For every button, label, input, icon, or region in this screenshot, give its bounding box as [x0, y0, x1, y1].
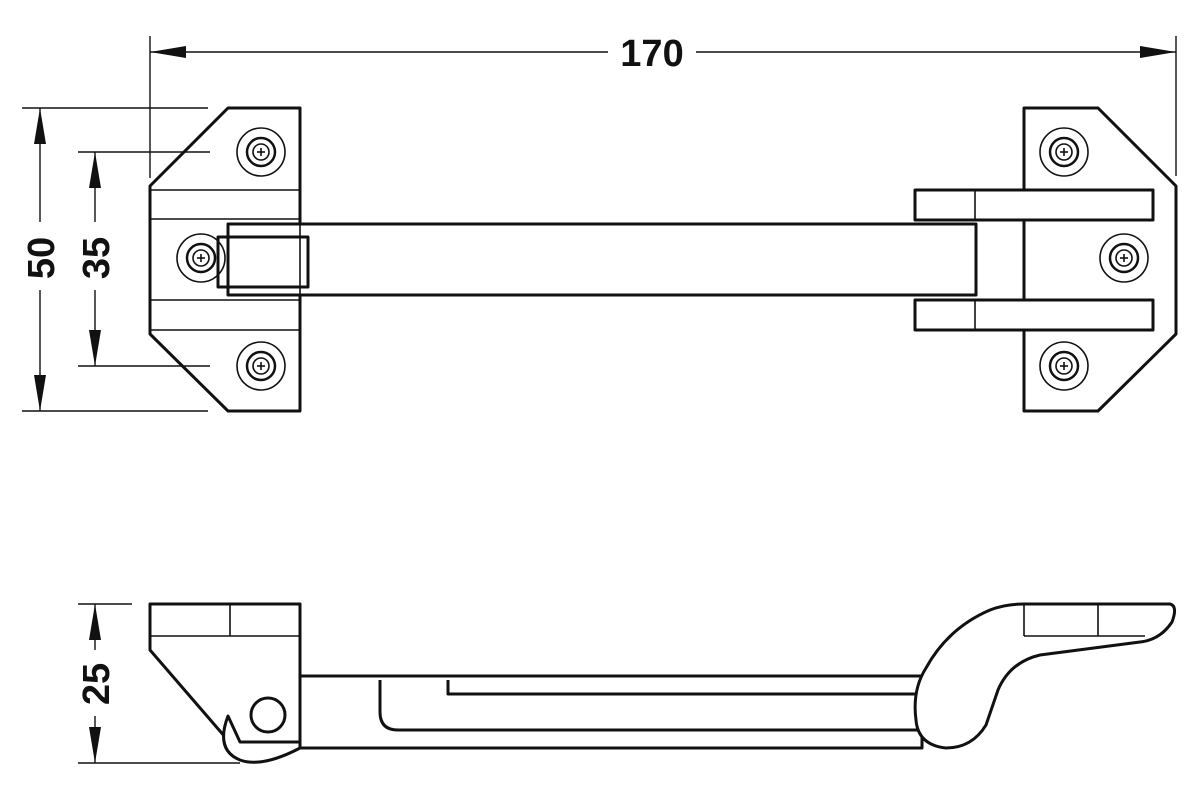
- screw-hole-left-middle: [176, 233, 226, 283]
- sliding-arm: [216, 222, 978, 297]
- dimension-50: 50: [21, 107, 208, 412]
- side-arm: [298, 674, 924, 750]
- screw-hole-right-top: [1039, 127, 1089, 177]
- top-view: [148, 106, 1178, 413]
- screw-hole-right-middle: [1099, 233, 1149, 283]
- screw-hole-right-bottom: [1039, 341, 1089, 391]
- screw-hole-left-top: [236, 127, 286, 177]
- dimension-25: 25: [76, 603, 240, 764]
- dimension-label-170: 170: [620, 33, 683, 75]
- side-left-bracket: [148, 602, 302, 764]
- dimension-label-35: 35: [76, 237, 118, 279]
- side-right-end: [913, 602, 1177, 750]
- dimension-35: 35: [76, 151, 210, 367]
- dimension-170: 170: [149, 33, 1177, 178]
- dimension-label-25: 25: [76, 663, 118, 705]
- right-guide-rails: [913, 188, 1155, 332]
- side-view: [148, 602, 1177, 764]
- dimension-label-50: 50: [21, 237, 63, 279]
- screw-hole-left-bottom: [236, 341, 286, 391]
